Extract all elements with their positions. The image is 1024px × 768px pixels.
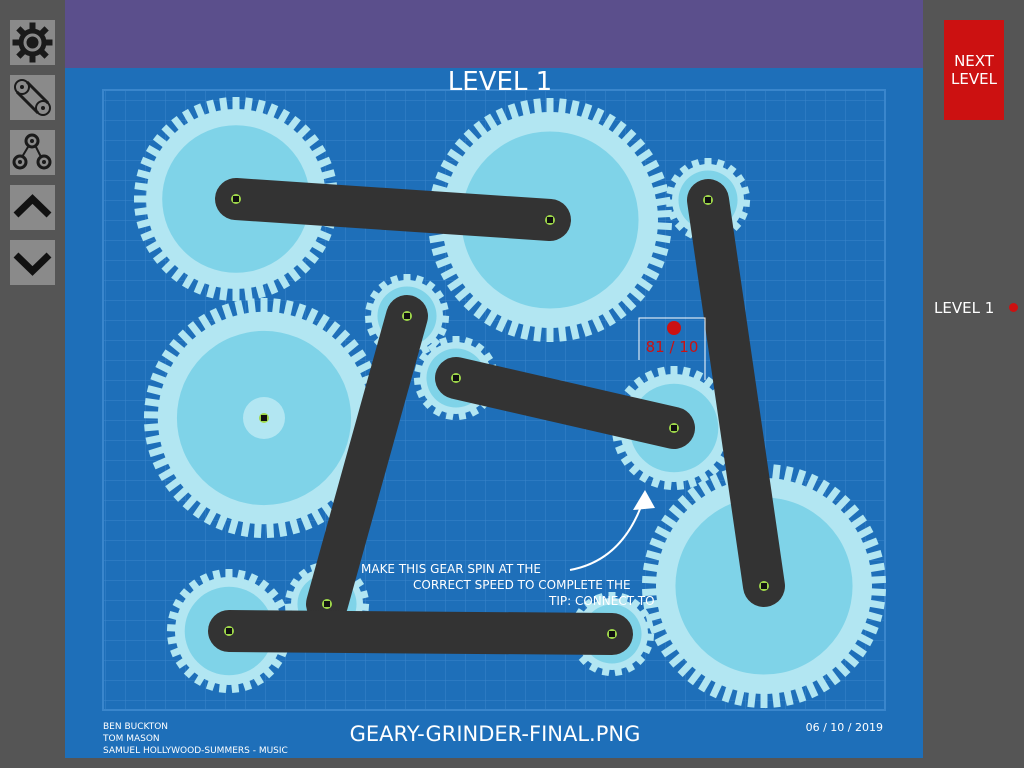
gear-tooth: [143, 411, 162, 419]
gear-axle: [609, 631, 615, 637]
gear-tooth: [557, 323, 567, 342]
gear-tooth: [144, 422, 163, 432]
gear-tooth: [232, 97, 240, 113]
gear-tooth: [771, 689, 781, 708]
gear-tooth: [271, 298, 281, 317]
hint-arrowhead: [633, 490, 655, 510]
belt[interactable]: [208, 610, 633, 655]
gear-tooth: [760, 690, 768, 708]
gear-tooth: [134, 195, 150, 203]
target-dot: [667, 321, 681, 335]
gear-axle: [404, 313, 410, 319]
current-level-indicator: [1009, 303, 1018, 312]
filename: GEARY-GRINDER-FINAL.PNG: [350, 722, 641, 746]
gear-tool-button[interactable]: [10, 20, 55, 65]
gear-tooth: [557, 98, 567, 117]
gear-tooth: [533, 323, 543, 342]
level-list-label: LEVEL 1: [934, 299, 995, 317]
scroll-down-button[interactable]: [10, 240, 55, 285]
level-list-item-1[interactable]: LEVEL 1: [934, 296, 1024, 320]
gear-tooth: [403, 274, 411, 284]
arrow-down-icon: [13, 252, 52, 276]
chain-tool-button[interactable]: [10, 75, 55, 120]
gear-tooth: [641, 575, 661, 584]
credit-3: SAMUEL HOLLYWOOD-SUMMERS - MUSIC: [103, 746, 288, 756]
gear-axle: [705, 197, 711, 203]
gear-tooth: [653, 222, 673, 231]
scroll-up-button[interactable]: [10, 185, 55, 230]
hint-line-2: CORRECT SPEED TO COMPLETE THE: [413, 578, 631, 592]
chain-tool-icon: [14, 79, 51, 116]
gear-tooth: [670, 366, 678, 378]
gear-tooth: [225, 569, 233, 581]
gear-tooth: [704, 158, 712, 168]
gear-tooth: [867, 575, 887, 584]
credit-1: BEN BUCKTON: [103, 722, 168, 732]
hint-line-1: MAKE THIS GEAR SPIN AT THE: [361, 562, 541, 576]
speed-readout: 81 / 10: [646, 338, 699, 356]
gear-tooth: [608, 592, 616, 602]
gear-axle: [261, 415, 267, 421]
gear-axle: [761, 583, 767, 589]
multi-gear-tool-icon: [12, 133, 52, 170]
top-band: [65, 0, 923, 68]
gear-tooth: [232, 285, 240, 301]
gear-tooth: [260, 298, 268, 316]
gear-tooth: [546, 98, 554, 116]
gear-tooth: [253, 519, 262, 539]
next-level-line-1: NEXT: [954, 52, 994, 70]
belt[interactable]: [215, 178, 571, 241]
gear-tool-icon: [12, 22, 53, 63]
gear-axle: [671, 425, 677, 431]
gear-axle: [547, 217, 553, 223]
credit-2: TOM MASON: [102, 734, 160, 744]
multi-gear-tool-button[interactable]: [10, 130, 55, 175]
gear-tooth: [452, 336, 460, 346]
axles-layer: [224, 194, 769, 639]
gear-axle: [226, 628, 232, 634]
belt-hollow: [229, 631, 612, 634]
gear-axle: [324, 601, 330, 607]
belt-hollow: [236, 199, 550, 220]
gear-tooth: [867, 588, 887, 597]
date: 06 / 10 / 2019: [806, 721, 883, 734]
hint-line-3: TIP: CONNECT TO: [548, 594, 655, 608]
belt[interactable]: [306, 295, 428, 625]
gear-axle: [233, 196, 239, 202]
gear-tooth: [641, 588, 661, 597]
gear-tooth: [771, 464, 781, 483]
gear-tooth: [247, 298, 257, 317]
board-canvas[interactable]: LEVEL 1 81 / 10 MAKE THIS GEAR SPIN AT T…: [65, 0, 923, 758]
gear-tooth: [747, 689, 757, 708]
gear-tooth: [653, 209, 673, 218]
target-marker: 81 / 10: [638, 317, 706, 380]
belt[interactable]: [435, 357, 695, 449]
grid-border: [102, 89, 886, 711]
belts-layer: [208, 178, 785, 655]
next-level-line-2: LEVEL: [951, 70, 997, 88]
blueprint-board[interactable]: LEVEL 1 81 / 10 MAKE THIS GEAR SPIN AT T…: [65, 0, 923, 758]
gear-axle: [453, 375, 459, 381]
gear-tooth: [266, 519, 275, 539]
gear-tooth: [533, 98, 543, 117]
next-level-button[interactable]: NEXT LEVEL: [944, 20, 1004, 120]
level-title: LEVEL 1: [448, 67, 552, 97]
arrow-up-icon: [13, 194, 52, 218]
belt[interactable]: [687, 179, 785, 607]
gear-tooth: [546, 324, 554, 342]
